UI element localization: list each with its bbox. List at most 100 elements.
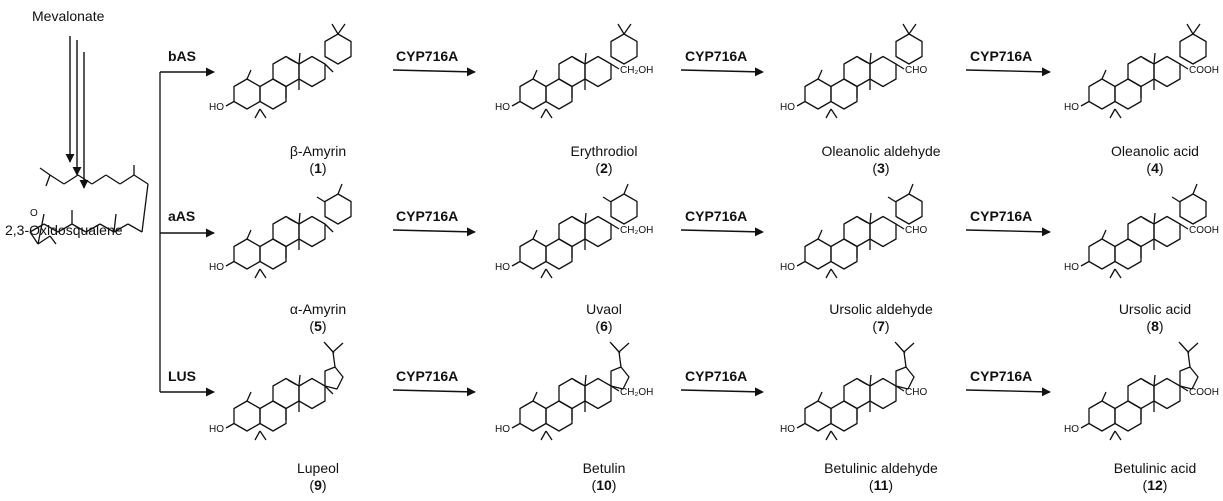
compound-name: Betulinic aldehyde	[824, 460, 938, 476]
methyl	[540, 430, 547, 441]
ring	[869, 215, 897, 248]
compound-name: α-Amyrin	[289, 301, 347, 317]
bond	[903, 342, 915, 353]
bond	[91, 174, 107, 185]
carboxyl-group-text: COOH	[1189, 65, 1219, 76]
ring	[272, 55, 300, 88]
ring	[895, 33, 923, 65]
ring	[895, 366, 915, 390]
aldehyde-group-text: CHO	[905, 65, 927, 76]
ring	[610, 193, 638, 225]
ring	[233, 238, 261, 270]
double-bond	[1142, 379, 1152, 386]
methyl	[1192, 23, 1201, 35]
ring	[804, 400, 832, 432]
molecule-structure-r1-c3: HO CHO	[780, 23, 927, 119]
hydroxymethyl-group-text: CH₂OH	[620, 225, 653, 236]
ring	[324, 33, 352, 65]
methyl	[532, 229, 538, 240]
compound-number: (2)	[595, 160, 613, 176]
bond	[63, 174, 79, 185]
hydroxyl-group-text: HO	[780, 102, 795, 113]
bond	[49, 235, 57, 245]
double-bond	[1142, 57, 1152, 64]
ring	[610, 33, 638, 65]
methyl	[1114, 430, 1122, 441]
methyl	[830, 108, 838, 119]
bond	[1080, 422, 1090, 429]
compound-name: Betulinic acid	[1113, 460, 1197, 476]
methyl	[545, 430, 553, 441]
bond	[29, 231, 39, 245]
compound-name: Oleanolic aldehyde	[821, 143, 941, 159]
compound-number: (11)	[868, 477, 894, 493]
double-bond	[573, 57, 583, 64]
bond	[85, 223, 101, 233]
molecule-structure-r1-c2: HO CH₂OH	[495, 23, 653, 119]
bond	[511, 260, 521, 267]
ring	[1179, 193, 1207, 225]
methyl	[623, 23, 632, 35]
compound-number: (12)	[1142, 477, 1168, 493]
methyl	[902, 23, 910, 35]
ring	[519, 400, 547, 432]
ring	[869, 55, 897, 88]
oxidase-arrow-r2-1	[392, 227, 476, 237]
ring	[1127, 55, 1155, 88]
hydroxymethyl-group-text: CH₂OH	[620, 387, 653, 398]
methyl	[259, 108, 267, 119]
compound-number: (9)	[309, 477, 327, 493]
ring	[1127, 377, 1155, 410]
methyl	[246, 69, 252, 80]
ring	[1153, 55, 1181, 88]
hydroxyl-group-text: HO	[495, 102, 510, 113]
methyl	[532, 391, 538, 402]
methyl	[1101, 391, 1107, 402]
ring	[895, 193, 923, 225]
methyl	[331, 23, 339, 35]
methyl	[623, 183, 629, 195]
bond	[895, 223, 905, 230]
oxidase-arrow-r1-3	[965, 67, 1051, 77]
compound-name: Lupeol	[296, 460, 340, 476]
bond	[1187, 342, 1199, 353]
methyl	[869, 52, 872, 65]
ring	[1153, 215, 1181, 248]
methyl	[908, 183, 914, 195]
ring	[298, 55, 326, 88]
bond	[796, 100, 806, 107]
bond	[511, 422, 521, 429]
ring	[1088, 400, 1116, 432]
bond	[610, 385, 620, 392]
ring	[324, 193, 352, 225]
double-bond	[287, 379, 297, 386]
methyl	[1153, 52, 1156, 65]
bond	[119, 174, 135, 185]
hydroxymethyl-group-text: CH₂OH	[620, 65, 653, 76]
bond	[225, 422, 235, 429]
oxidase-arrow-r1-1	[392, 67, 476, 77]
methyl	[324, 63, 334, 73]
bond	[610, 223, 620, 230]
compound-name: Ursolic acid	[1118, 301, 1192, 317]
bond	[1080, 260, 1090, 267]
methyl	[830, 430, 838, 441]
methyl	[254, 268, 261, 279]
compound-number: (6)	[595, 318, 613, 334]
bond	[37, 235, 51, 245]
ring	[324, 366, 344, 390]
hydroxyl-group-text: HO	[495, 424, 510, 435]
ring	[558, 377, 586, 410]
bond	[618, 351, 622, 368]
methyl	[825, 430, 832, 441]
bond	[39, 167, 51, 176]
ring	[804, 238, 832, 270]
cyclase-label-aas: aAS	[168, 208, 196, 224]
bond	[71, 223, 87, 233]
double-bond	[858, 379, 868, 386]
bond	[895, 385, 905, 392]
aldehyde-group-text: CHO	[905, 225, 927, 236]
methyl	[1109, 430, 1116, 441]
methyl	[1186, 23, 1194, 35]
methyl	[540, 108, 547, 119]
